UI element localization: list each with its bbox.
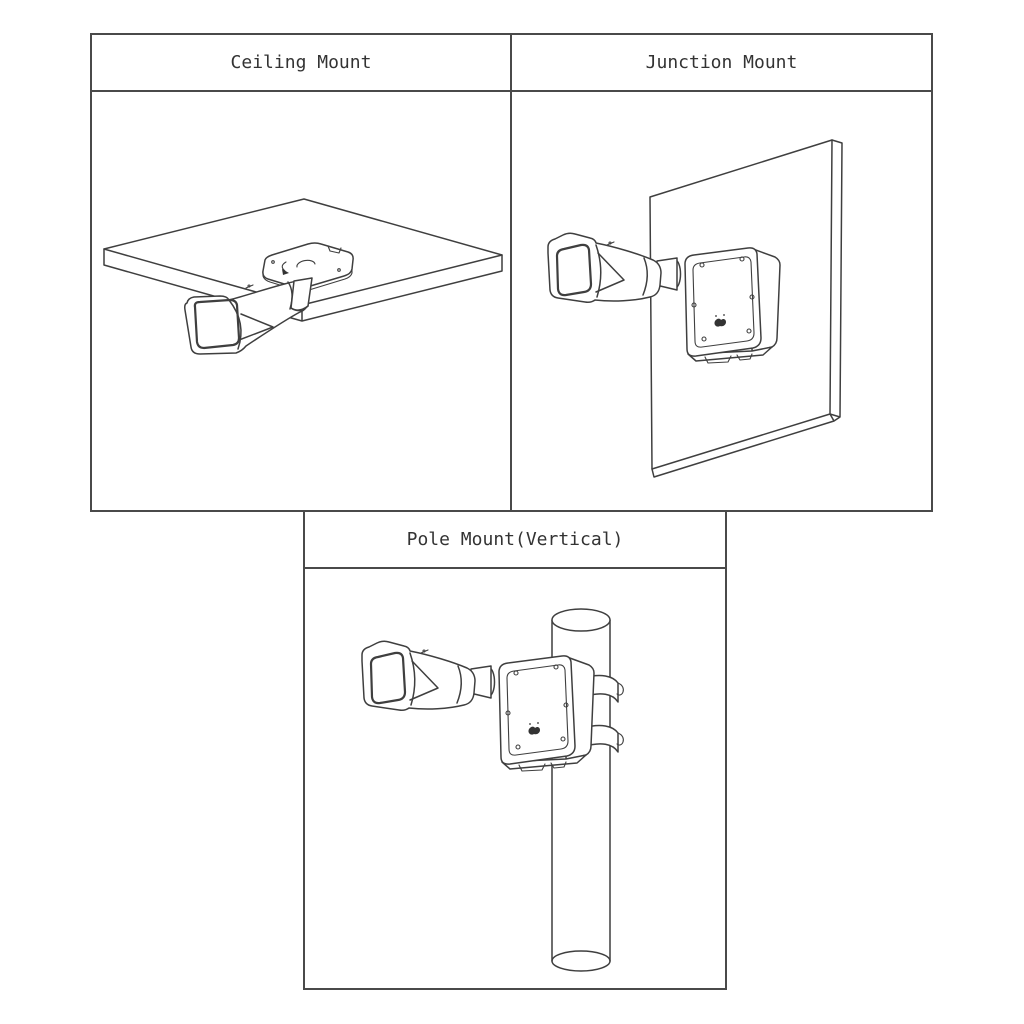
panel-title-junction: Junction Mount — [512, 35, 931, 92]
sunshade-funnel — [238, 313, 274, 341]
bullet-camera-with-junction-box — [360, 640, 596, 773]
bullet-camera — [184, 280, 309, 355]
junction-mount-illustration — [546, 139, 843, 478]
strap-buckle — [616, 682, 624, 696]
mount-arm — [290, 277, 313, 312]
panel-title-pole: Pole Mount(Vertical) — [305, 512, 725, 569]
panel-title-ceiling: Ceiling Mount — [92, 35, 510, 92]
strap-buckle — [616, 732, 624, 746]
camera-body — [184, 280, 309, 355]
pole-mount-illustration — [360, 608, 624, 972]
sunshade-rim — [228, 299, 242, 350]
plate-notch — [327, 245, 342, 254]
panel-junction-mount: Junction Mount — [510, 33, 933, 512]
panel-ceiling-mount: Ceiling Mount — [90, 33, 512, 512]
camera-lens-face — [193, 298, 241, 350]
ceiling-mount-plate — [262, 242, 354, 292]
plate-collar — [296, 259, 316, 268]
plate-arrow-head — [282, 269, 289, 275]
ceiling-mount-illustration — [103, 198, 503, 355]
plate-arrow — [281, 261, 287, 272]
body-screw-dot — [247, 284, 251, 288]
panel-pole-mount: Pole Mount(Vertical) — [303, 510, 727, 990]
